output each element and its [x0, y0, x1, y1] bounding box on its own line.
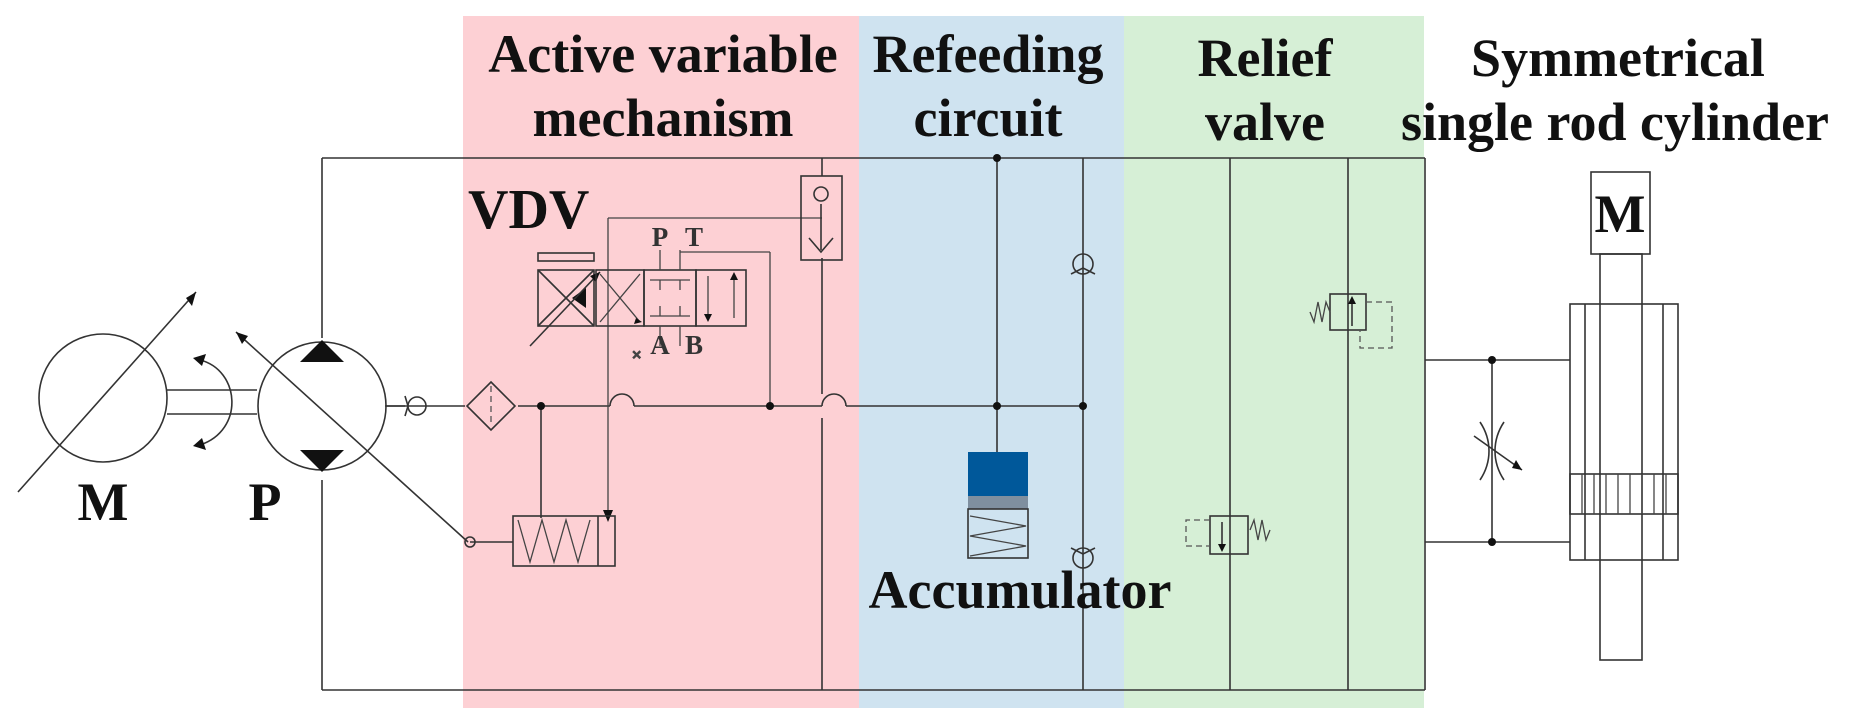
active-variable-title-line2: mechanism — [533, 88, 794, 148]
relief-valve-upper — [1309, 293, 1393, 349]
refeeding-check-valve-upper — [1070, 253, 1096, 275]
refeeding-check-valve-lower — [1070, 547, 1096, 569]
load-mass-label: M — [1595, 184, 1646, 244]
circuit-lines — [321, 154, 1570, 691]
vdv-label: VDV — [468, 179, 589, 241]
port-a-label: A — [650, 330, 670, 360]
control-piston-cylinder — [464, 515, 616, 567]
relief-valve-lower — [1185, 515, 1271, 555]
active-variable-title-line1: Active variable — [488, 24, 837, 84]
port-t-label: T — [685, 222, 703, 252]
electric-motor-symbol — [17, 291, 257, 493]
throttle-valve-icon — [1473, 421, 1523, 481]
cylinder-title-line2: single rod cylinder — [1401, 92, 1829, 152]
refeeding-title-line2: circuit — [914, 88, 1063, 148]
relief-region — [1124, 16, 1424, 708]
accumulator-label: Accumulator — [869, 560, 1172, 620]
variable-pump-symbol — [235, 331, 469, 543]
active-variable-region — [463, 16, 859, 708]
port-b-label: B — [685, 330, 703, 360]
vdv-directional-valve: × — [529, 250, 747, 365]
accumulator-symbol — [967, 452, 1029, 559]
relief-title-line1: Relief — [1198, 28, 1334, 88]
refeeding-title-line1: Refeeding — [873, 24, 1104, 84]
relief-title-line2: valve — [1205, 92, 1325, 152]
refeeding-region — [859, 16, 1124, 708]
shuttle-valve-icon — [800, 175, 843, 261]
motor-label: M — [78, 472, 129, 532]
port-p-label: P — [652, 222, 669, 252]
symmetrical-cylinder — [1569, 171, 1679, 661]
filter-icon — [465, 380, 517, 432]
pump-label: P — [249, 472, 282, 532]
check-valve-icon — [404, 395, 427, 417]
svg-text:×: × — [632, 347, 641, 364]
cylinder-title-line1: Symmetrical — [1471, 28, 1765, 88]
